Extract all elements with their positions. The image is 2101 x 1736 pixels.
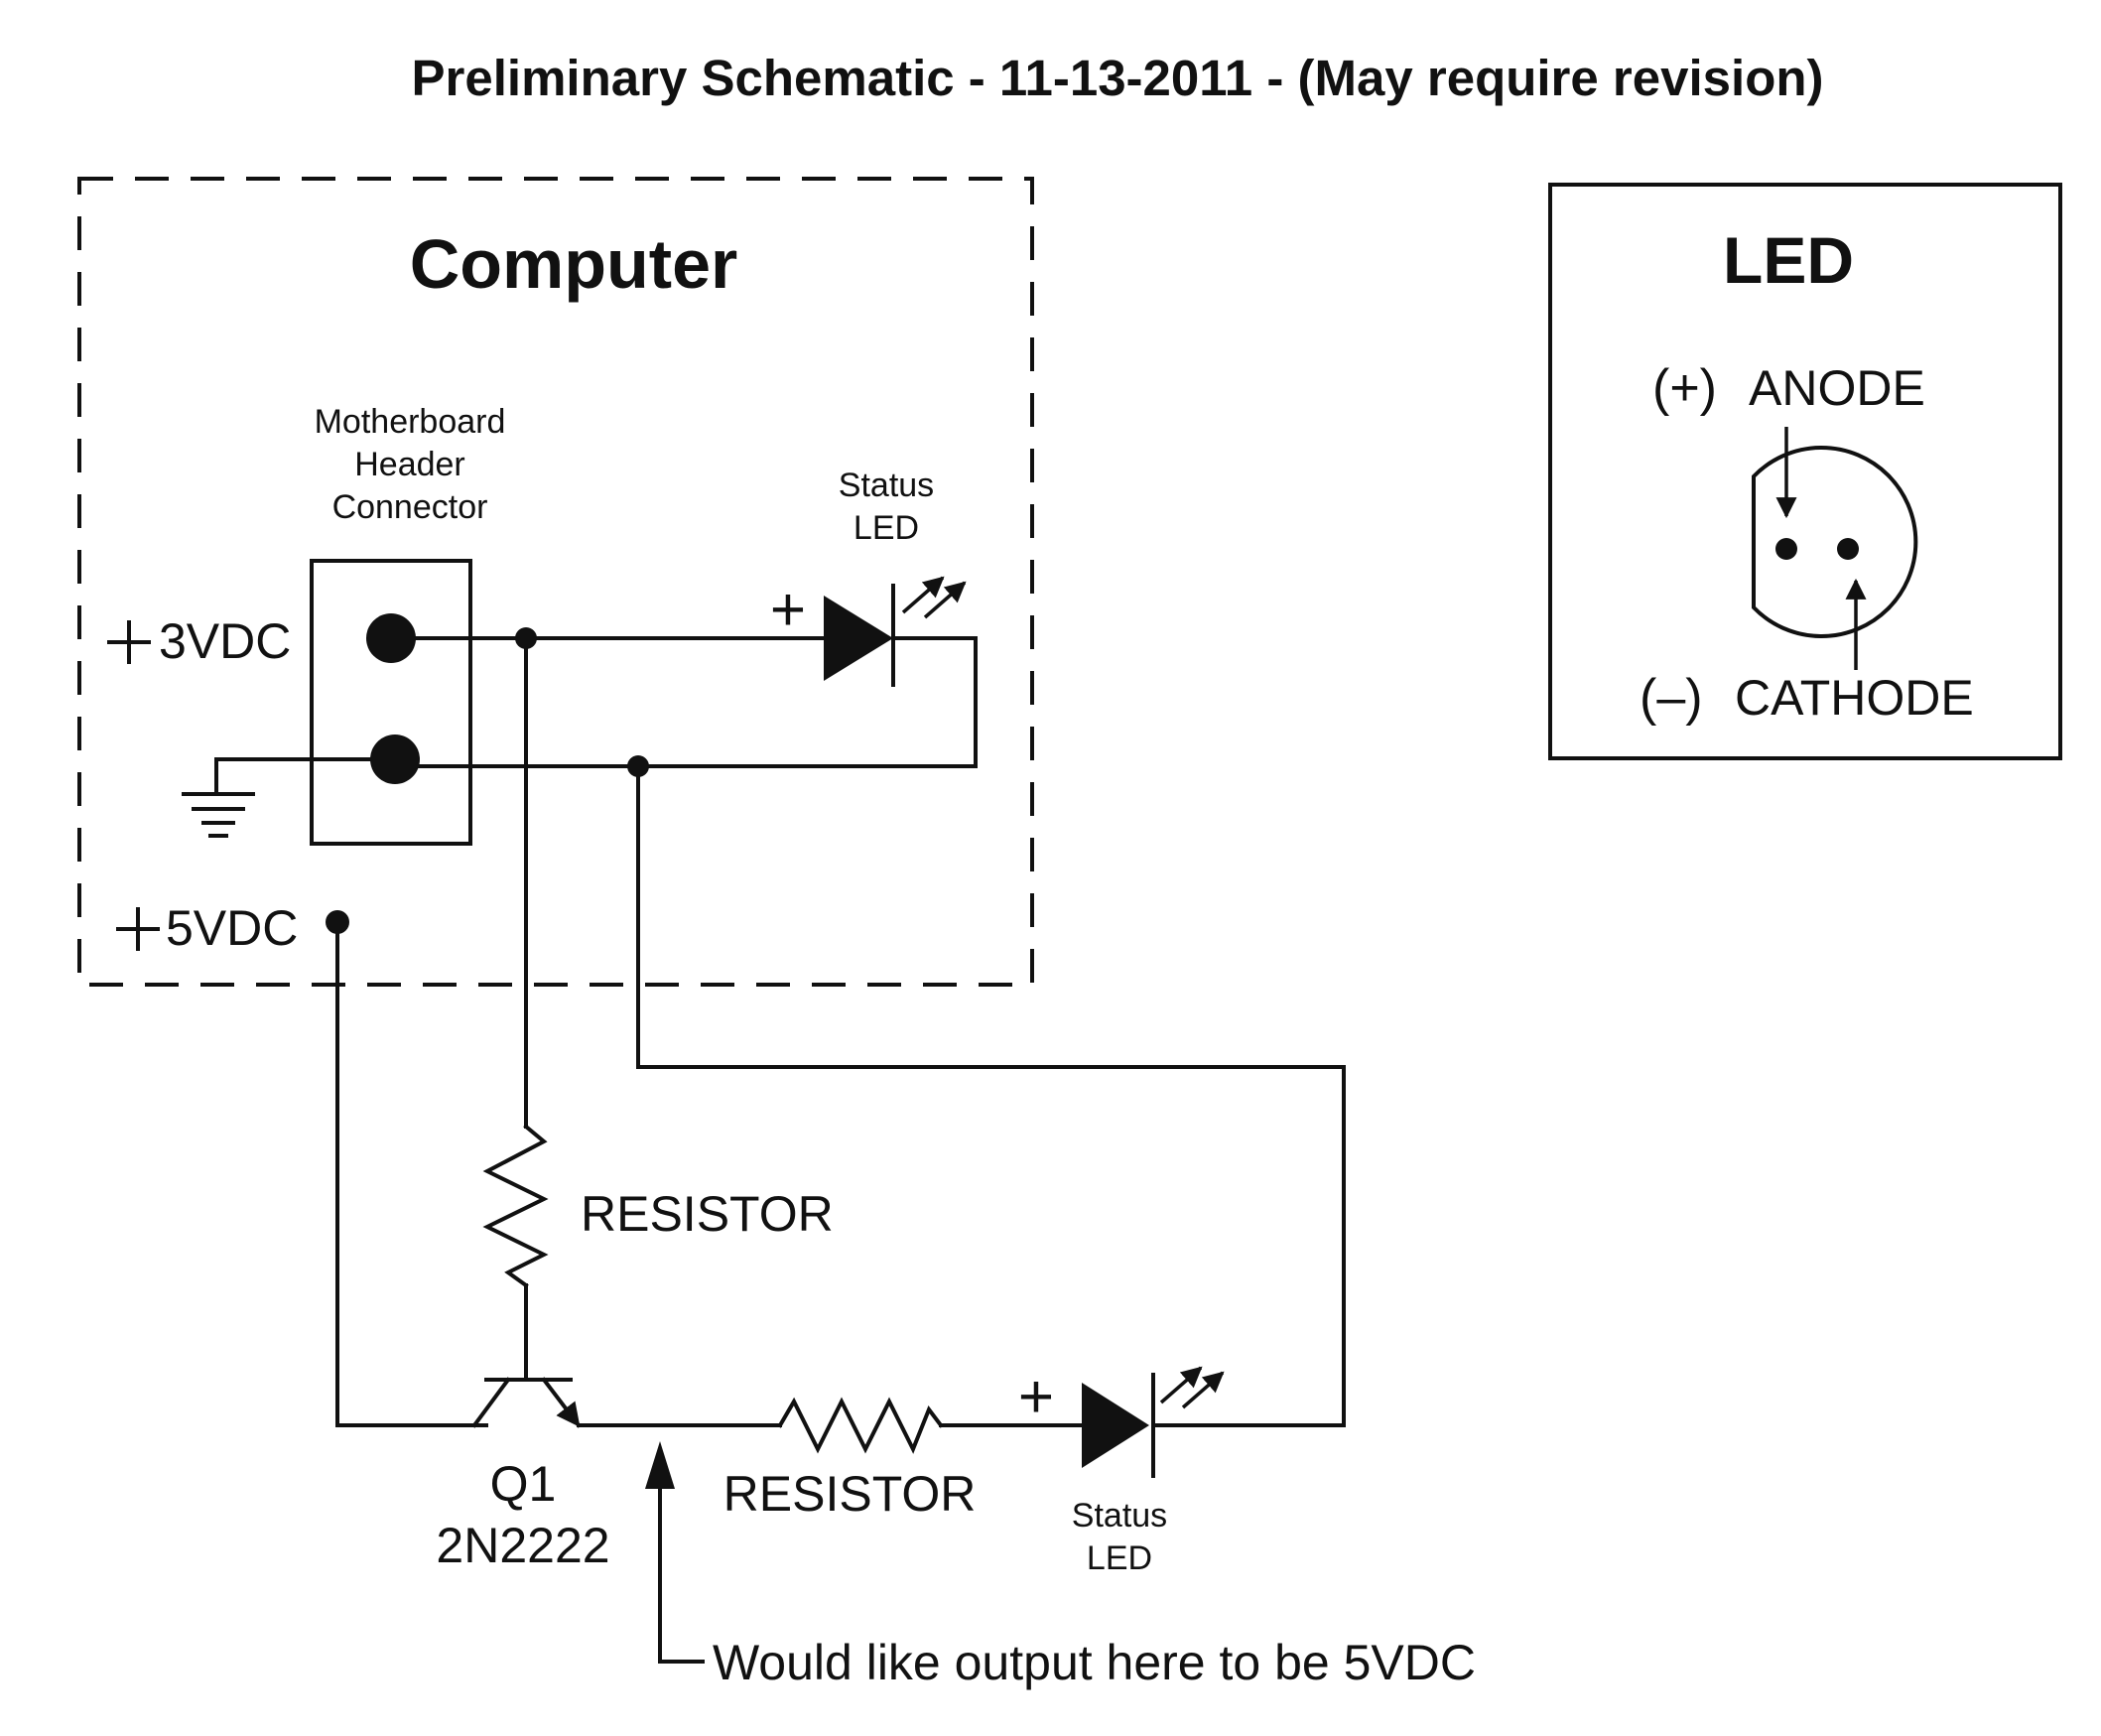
transistor-ref: Q1 [490, 1456, 557, 1512]
status-led-external-symbol [1082, 1366, 1225, 1478]
resistor-1-label: RESISTOR [581, 1186, 834, 1242]
header-label-line3: Connector [332, 488, 488, 526]
output-annotation: Would like output here to be 5VDC [713, 1635, 1476, 1690]
resistor-2-symbol [777, 1397, 944, 1454]
ground-symbol [182, 757, 397, 838]
external-wiring [335, 636, 1346, 1427]
status-led-external-label-line2: LED [1087, 1539, 1152, 1577]
cathode-sign: (–) [1640, 669, 1703, 727]
anode-sign: (+) [1652, 359, 1717, 417]
plus-5vdc-sign [116, 907, 160, 951]
plus-3vdc-sign [107, 620, 151, 664]
plus-5vdc-label: 5VDC [166, 900, 298, 956]
status-led-computer-symbol [824, 576, 967, 687]
led-legend-title: LED [1723, 223, 1854, 297]
cathode-label: CATHODE [1735, 670, 1974, 726]
status-led-computer-label-line2: LED [854, 509, 919, 547]
header-label-line1: Motherboard [315, 403, 506, 441]
status-led-computer-label-line1: Status [839, 467, 934, 504]
status-led-external-label-line1: Status [1072, 1497, 1167, 1535]
status-led-external-plus: + [1018, 1363, 1054, 1431]
transistor-part: 2N2222 [436, 1518, 609, 1573]
plus-3vdc-label: 3VDC [159, 613, 291, 669]
schematic-title: Preliminary Schematic - 11-13-2011 - (Ma… [412, 50, 1824, 106]
computer-boundary [77, 177, 1034, 987]
resistor-2-label: RESISTOR [723, 1466, 977, 1522]
anode-label: ANODE [1749, 360, 1925, 416]
output-annotation-arrow [645, 1441, 705, 1664]
computer-label: Computer [410, 225, 738, 303]
header-connector [310, 559, 472, 846]
internal-wiring [389, 636, 978, 768]
status-led-computer-plus: + [770, 576, 806, 644]
led-package-outline [1752, 427, 1918, 670]
header-label-line2: Header [354, 446, 465, 483]
led-legend-box [1548, 183, 2062, 760]
transistor-q1-symbol [471, 1377, 582, 1428]
resistor-1-symbol [482, 1124, 549, 1288]
